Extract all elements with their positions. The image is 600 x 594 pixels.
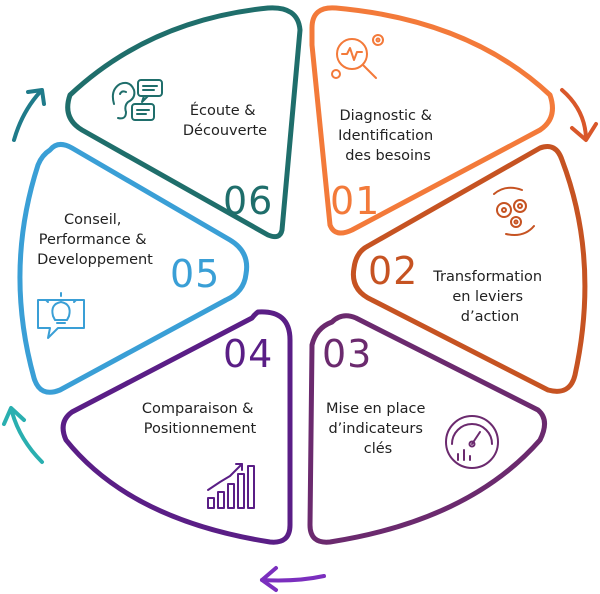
- segment-02-shape: [350, 144, 588, 394]
- magnifier-gears-icon: [331, 34, 384, 79]
- segment-03-label: Mise en place d’indicateurs clés: [326, 401, 430, 457]
- arrow-left-upper: [12, 88, 46, 142]
- segment-05-shape: [17, 142, 250, 395]
- segment-06-number: 06: [223, 179, 273, 223]
- segment-06: 06 Écoute & Découverte: [65, 5, 303, 240]
- segment-01-number: 01: [330, 179, 380, 223]
- segment-05-label: Conseil, Performance & Developpement: [37, 212, 153, 268]
- segment-02-label: Transformation en leviers d’action: [432, 269, 546, 325]
- segment-05-number: 05: [170, 252, 220, 296]
- segment-04: 04 Comparaison & Positionnement: [60, 309, 293, 545]
- segment-03-shape: [307, 313, 547, 545]
- segment-02: 02 Transformation en leviers d’action: [350, 144, 588, 394]
- bar-growth-icon: [207, 463, 255, 509]
- gears-cycle-icon: [493, 186, 535, 236]
- segment-04-number: 04: [223, 332, 273, 376]
- segment-05: 05 Conseil, Performance & Developpement: [17, 142, 250, 395]
- lightbulb-icon: [37, 292, 85, 339]
- gauge-icon: [445, 415, 499, 469]
- segment-02-number: 02: [368, 249, 418, 293]
- ear-speech-icon: [111, 79, 163, 121]
- arrow-bottom: [260, 566, 326, 592]
- segment-01: 01 Diagnostic & Identification des besoi…: [309, 5, 555, 236]
- segment-06-shape: [65, 5, 303, 240]
- segment-03: 03 Mise en place d’indicateurs clés: [307, 313, 547, 545]
- segment-06-label: Écoute & Découverte: [183, 102, 267, 139]
- segment-04-label: Comparaison & Positionnement: [142, 401, 258, 437]
- arrow-top-right: [560, 88, 598, 142]
- arrow-left-lower: [2, 406, 44, 464]
- segment-01-shape: [309, 5, 555, 236]
- segment-03-number: 03: [322, 332, 372, 376]
- segment-01-label: Diagnostic & Identification des besoins: [338, 108, 438, 164]
